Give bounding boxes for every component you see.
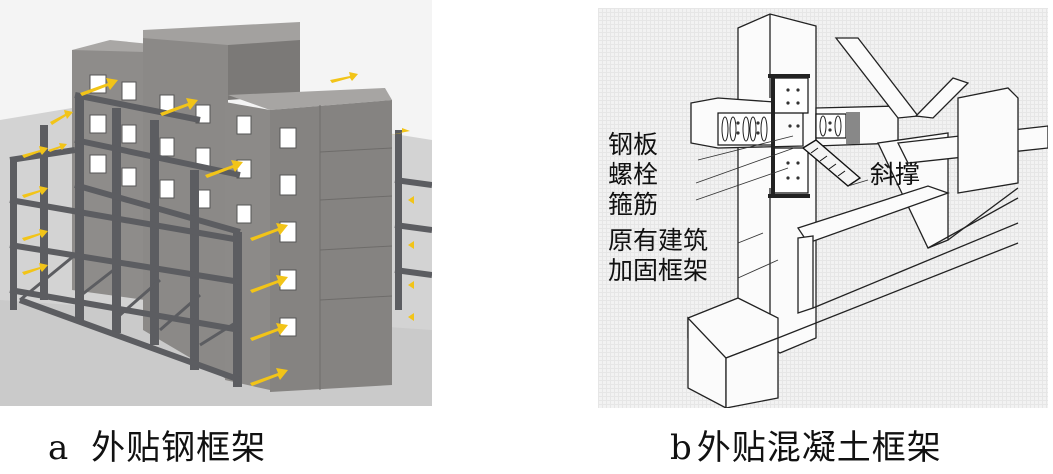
label-bolt: 螺栓 bbox=[608, 160, 659, 189]
caption-a-letter: a bbox=[48, 428, 70, 468]
steel-frame-building-drawing bbox=[0, 22, 432, 406]
label-diagonal-brace: 斜撑 bbox=[870, 160, 921, 189]
label-steel-plate: 钢板 bbox=[608, 130, 659, 159]
caption-b-text: 外贴混凝土框架 bbox=[696, 428, 942, 468]
label-original-building: 原有建筑 bbox=[608, 226, 709, 255]
caption-b-letter: b bbox=[670, 428, 693, 468]
caption-panel-a: a 外贴钢框架 bbox=[48, 420, 266, 469]
panel-a-steel-frame-illustration bbox=[0, 0, 432, 406]
concrete-frame-line-drawing bbox=[687, 13, 1048, 408]
load-arrows bbox=[22, 72, 432, 386]
caption-a-text: 外贴钢框架 bbox=[91, 428, 267, 468]
panel-b-concrete-frame-illustration: 钢板 螺栓 箍筋 原有建筑 加固框架 斜撑 bbox=[598, 8, 1048, 408]
label-reinforcement-frame: 加固框架 bbox=[608, 256, 709, 285]
label-stirrup: 箍筋 bbox=[608, 190, 659, 219]
